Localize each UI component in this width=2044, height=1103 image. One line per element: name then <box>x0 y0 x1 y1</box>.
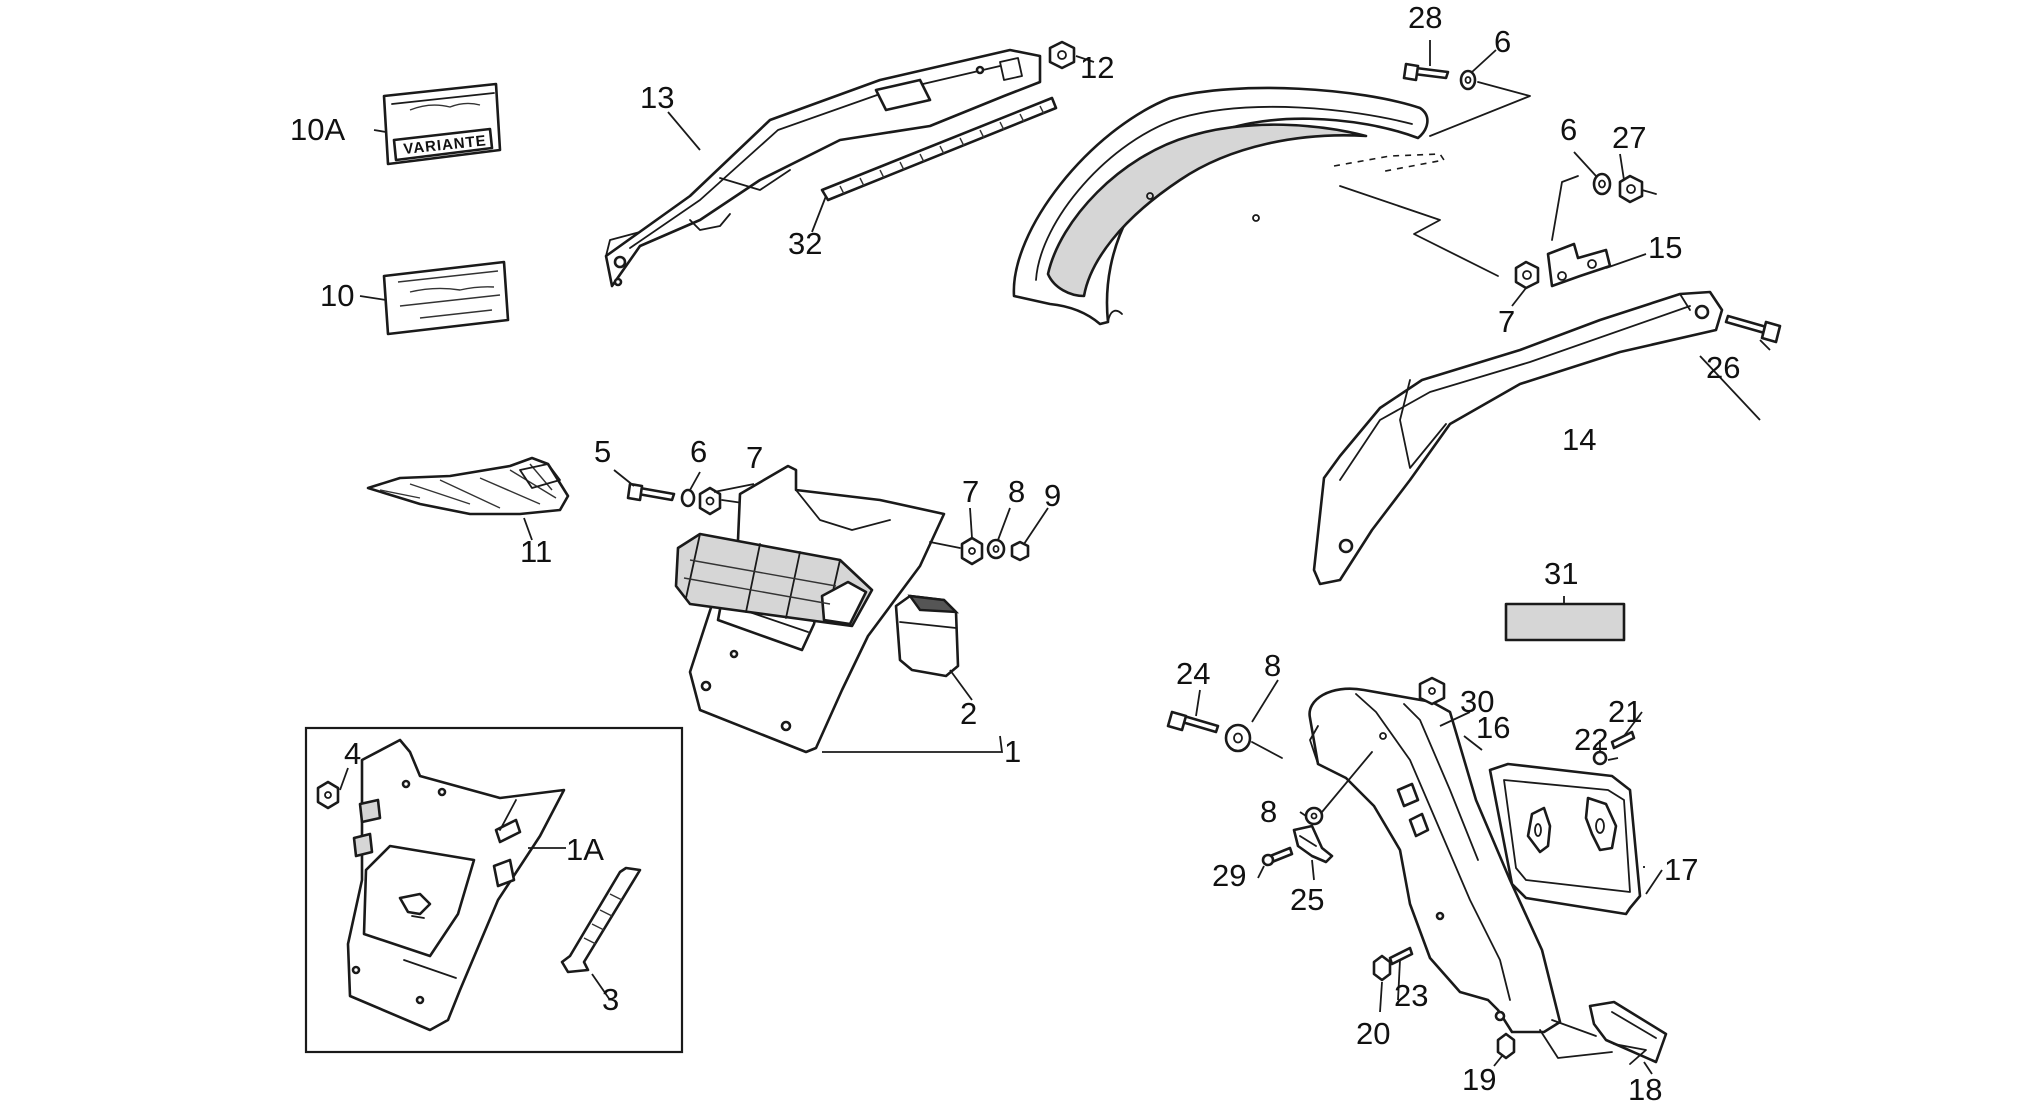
screw-23 <box>1388 946 1414 966</box>
callout-16: 16 <box>1476 710 1510 745</box>
callout-30: 30 <box>1460 684 1494 719</box>
badge-10 <box>382 260 510 336</box>
callout-6-top: 6 <box>1494 24 1511 59</box>
tail-light-support-1a <box>346 738 566 1032</box>
bolt-24 <box>1166 710 1220 734</box>
callout-10: 10 <box>320 278 354 313</box>
washer-8-mid <box>986 538 1006 560</box>
callout-10a: 10A <box>290 112 345 147</box>
lamp-2 <box>894 594 960 678</box>
strap-3 <box>560 866 642 974</box>
callout-23: 23 <box>1394 978 1428 1013</box>
callout-8-mid: 8 <box>1008 474 1025 509</box>
callout-9: 9 <box>1044 478 1061 513</box>
nut-7-right <box>1514 260 1540 290</box>
callout-7-left: 7 <box>746 440 763 475</box>
left-side-panel <box>604 48 1042 288</box>
callout-14: 14 <box>1562 422 1596 457</box>
callout-8-lower: 8 <box>1260 794 1277 829</box>
callout-8-upper: 8 <box>1264 648 1281 683</box>
nut-27 <box>1618 174 1657 204</box>
nut-7-left <box>698 486 722 516</box>
callout-18: 18 <box>1628 1072 1662 1103</box>
callout-22: 22 <box>1574 722 1608 757</box>
callout-2: 2 <box>960 696 977 731</box>
reflector-18 <box>1588 1000 1668 1065</box>
nut-30 <box>1418 676 1446 706</box>
washer-8-lower <box>1304 806 1324 826</box>
bracket-15 <box>1546 175 1612 288</box>
callout-6-right: 6 <box>1560 112 1577 147</box>
rectangle-31 <box>1504 602 1626 642</box>
bolt-26 <box>1724 314 1782 344</box>
washer-8-upper <box>1224 723 1252 753</box>
callout-31: 31 <box>1544 556 1578 591</box>
screw-5 <box>626 482 676 502</box>
callout-12: 12 <box>1080 50 1114 85</box>
nut-12 <box>1048 40 1076 70</box>
bolt-28 <box>1402 62 1450 82</box>
washer-6-right <box>1592 172 1612 196</box>
callout-17: 17 <box>1664 852 1698 887</box>
nut-4 <box>316 780 340 810</box>
clip-25 <box>1292 824 1334 864</box>
badge-10a: VARIANTE <box>382 82 502 166</box>
leader-lines <box>339 40 1771 1075</box>
callout-19: 19 <box>1462 1062 1496 1097</box>
rear-fender <box>1012 86 1429 326</box>
callout-4: 4 <box>344 736 361 771</box>
callout-5: 5 <box>594 434 611 469</box>
callout-27: 27 <box>1612 120 1646 155</box>
callout-7-mid: 7 <box>962 474 979 509</box>
right-side-panel <box>1312 290 1724 586</box>
washer-6-top <box>1459 69 1477 91</box>
callout-29: 29 <box>1212 858 1246 893</box>
callout-28: 28 <box>1408 0 1442 35</box>
callout-21: 21 <box>1608 694 1642 729</box>
screw-21 <box>1610 730 1636 750</box>
plate-holder-16 <box>1308 687 1562 1034</box>
callout-26: 26 <box>1706 350 1740 385</box>
nut-19 <box>1496 1032 1516 1060</box>
callout-6-left: 6 <box>690 434 707 469</box>
callout-7-right: 7 <box>1498 304 1515 339</box>
callout-1: 1 <box>1004 734 1021 769</box>
inset-box-1a <box>304 726 684 1054</box>
callout-3: 3 <box>602 982 619 1017</box>
tail-light-lens <box>674 532 874 628</box>
callout-11: 11 <box>520 534 552 569</box>
callout-25: 25 <box>1290 882 1324 917</box>
callout-32: 32 <box>788 226 822 261</box>
callout-1a: 1A <box>566 832 604 867</box>
plate-frame-17 <box>1488 762 1642 916</box>
screw-29 <box>1261 846 1294 867</box>
reflector-11 <box>366 456 570 516</box>
nut-20 <box>1372 954 1392 982</box>
callout-24: 24 <box>1176 656 1210 691</box>
nut-9 <box>1010 540 1030 562</box>
callout-13: 13 <box>640 80 674 115</box>
callout-labels: 10A 10 13 12 32 28 6 6 27 15 7 26 14 5 6… <box>290 0 1740 1103</box>
nut-7-mid <box>960 536 984 566</box>
washer-6-left <box>680 488 696 508</box>
callout-20: 20 <box>1356 1016 1390 1051</box>
callout-15: 15 <box>1648 230 1682 265</box>
